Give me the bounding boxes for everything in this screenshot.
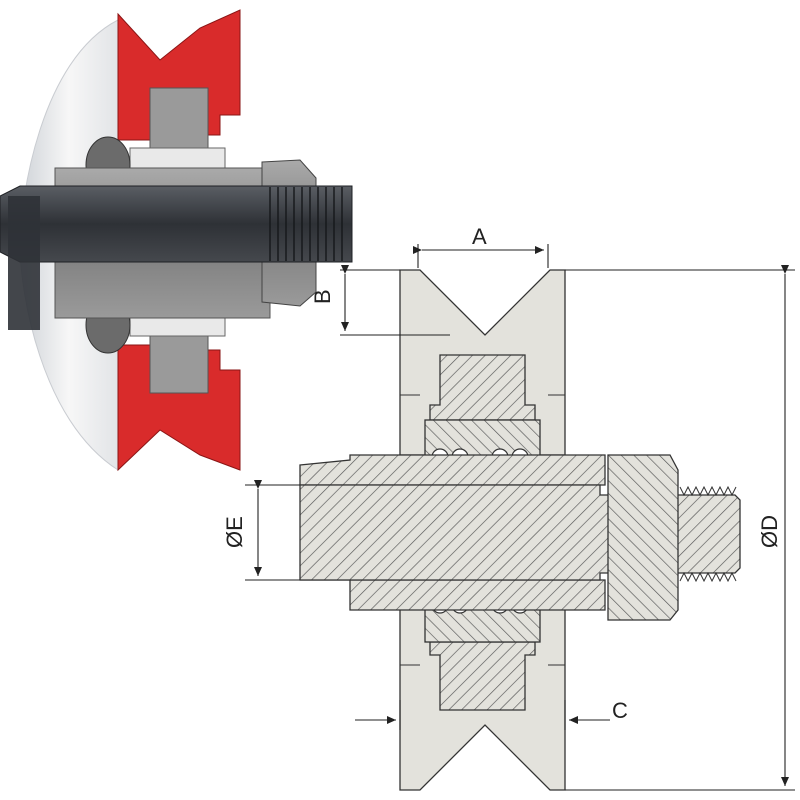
collar-upper xyxy=(299,454,606,486)
section-view-2d xyxy=(299,269,741,791)
shaft-3d xyxy=(0,185,353,263)
dimension-c-label: C xyxy=(612,698,628,723)
dimension-e-label: ØE xyxy=(222,516,247,548)
dimension-a-label: A xyxy=(472,224,487,249)
dimension-d-label: ØD xyxy=(757,515,782,548)
dimension-labels: A B C ØD ØE xyxy=(222,224,782,723)
inner-ring-upper xyxy=(149,87,209,149)
dimension-lines xyxy=(245,244,795,791)
dimension-b-label: B xyxy=(310,289,335,304)
thread-3d xyxy=(269,187,343,261)
collar-lower xyxy=(300,579,606,611)
cutaway-3d-view xyxy=(0,9,353,472)
hub-upper xyxy=(429,354,536,421)
nut-section xyxy=(607,454,679,621)
hub-lower xyxy=(429,641,536,711)
thread-section xyxy=(679,485,737,583)
inner-ring-lower xyxy=(149,334,209,394)
shaft-body-3d xyxy=(8,196,40,330)
